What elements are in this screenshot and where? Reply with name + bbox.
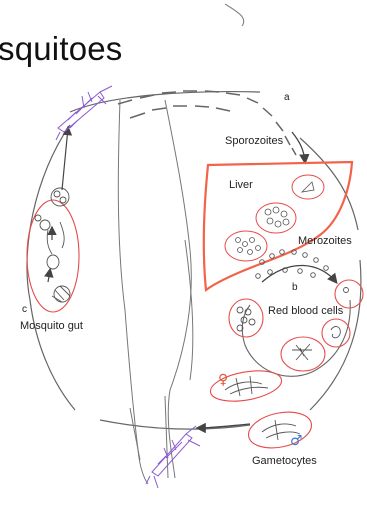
- label-merozoites: Merozoites: [298, 236, 352, 247]
- title: squitoes: [0, 32, 123, 65]
- label-b: b: [292, 283, 298, 293]
- label-red-blood-cells: Red blood cells: [268, 306, 343, 317]
- label-c: c: [22, 305, 27, 315]
- cycle-path: [27, 92, 361, 430]
- gut-stages: [35, 188, 70, 302]
- male-symbol-icon: ♂: [290, 433, 303, 449]
- red-blood-cells: [229, 280, 363, 371]
- merozoite-arrow: [262, 265, 336, 282]
- label-liver: Liver: [229, 180, 253, 191]
- label-sporozoites: Sporozoites: [225, 136, 283, 147]
- merozoite-dots: [256, 250, 329, 279]
- mosquito-bottom: [146, 426, 200, 488]
- label-a: a: [284, 93, 290, 103]
- rbc-parasites: [237, 288, 349, 361]
- gametocyte-contents: [225, 376, 300, 440]
- label-mosquito-gut: Mosquito gut: [20, 321, 83, 332]
- mosquito-top: [56, 86, 112, 140]
- human-body-outline: [118, 100, 193, 484]
- label-gametocytes: Gametocytes: [252, 456, 317, 467]
- top-curve: [225, 4, 244, 26]
- female-symbol-icon: ♀: [218, 372, 228, 388]
- gut-to-mosquito-arrow: [62, 128, 68, 190]
- sporozoite-arrow: [292, 132, 305, 162]
- gut-arrow: [48, 270, 50, 282]
